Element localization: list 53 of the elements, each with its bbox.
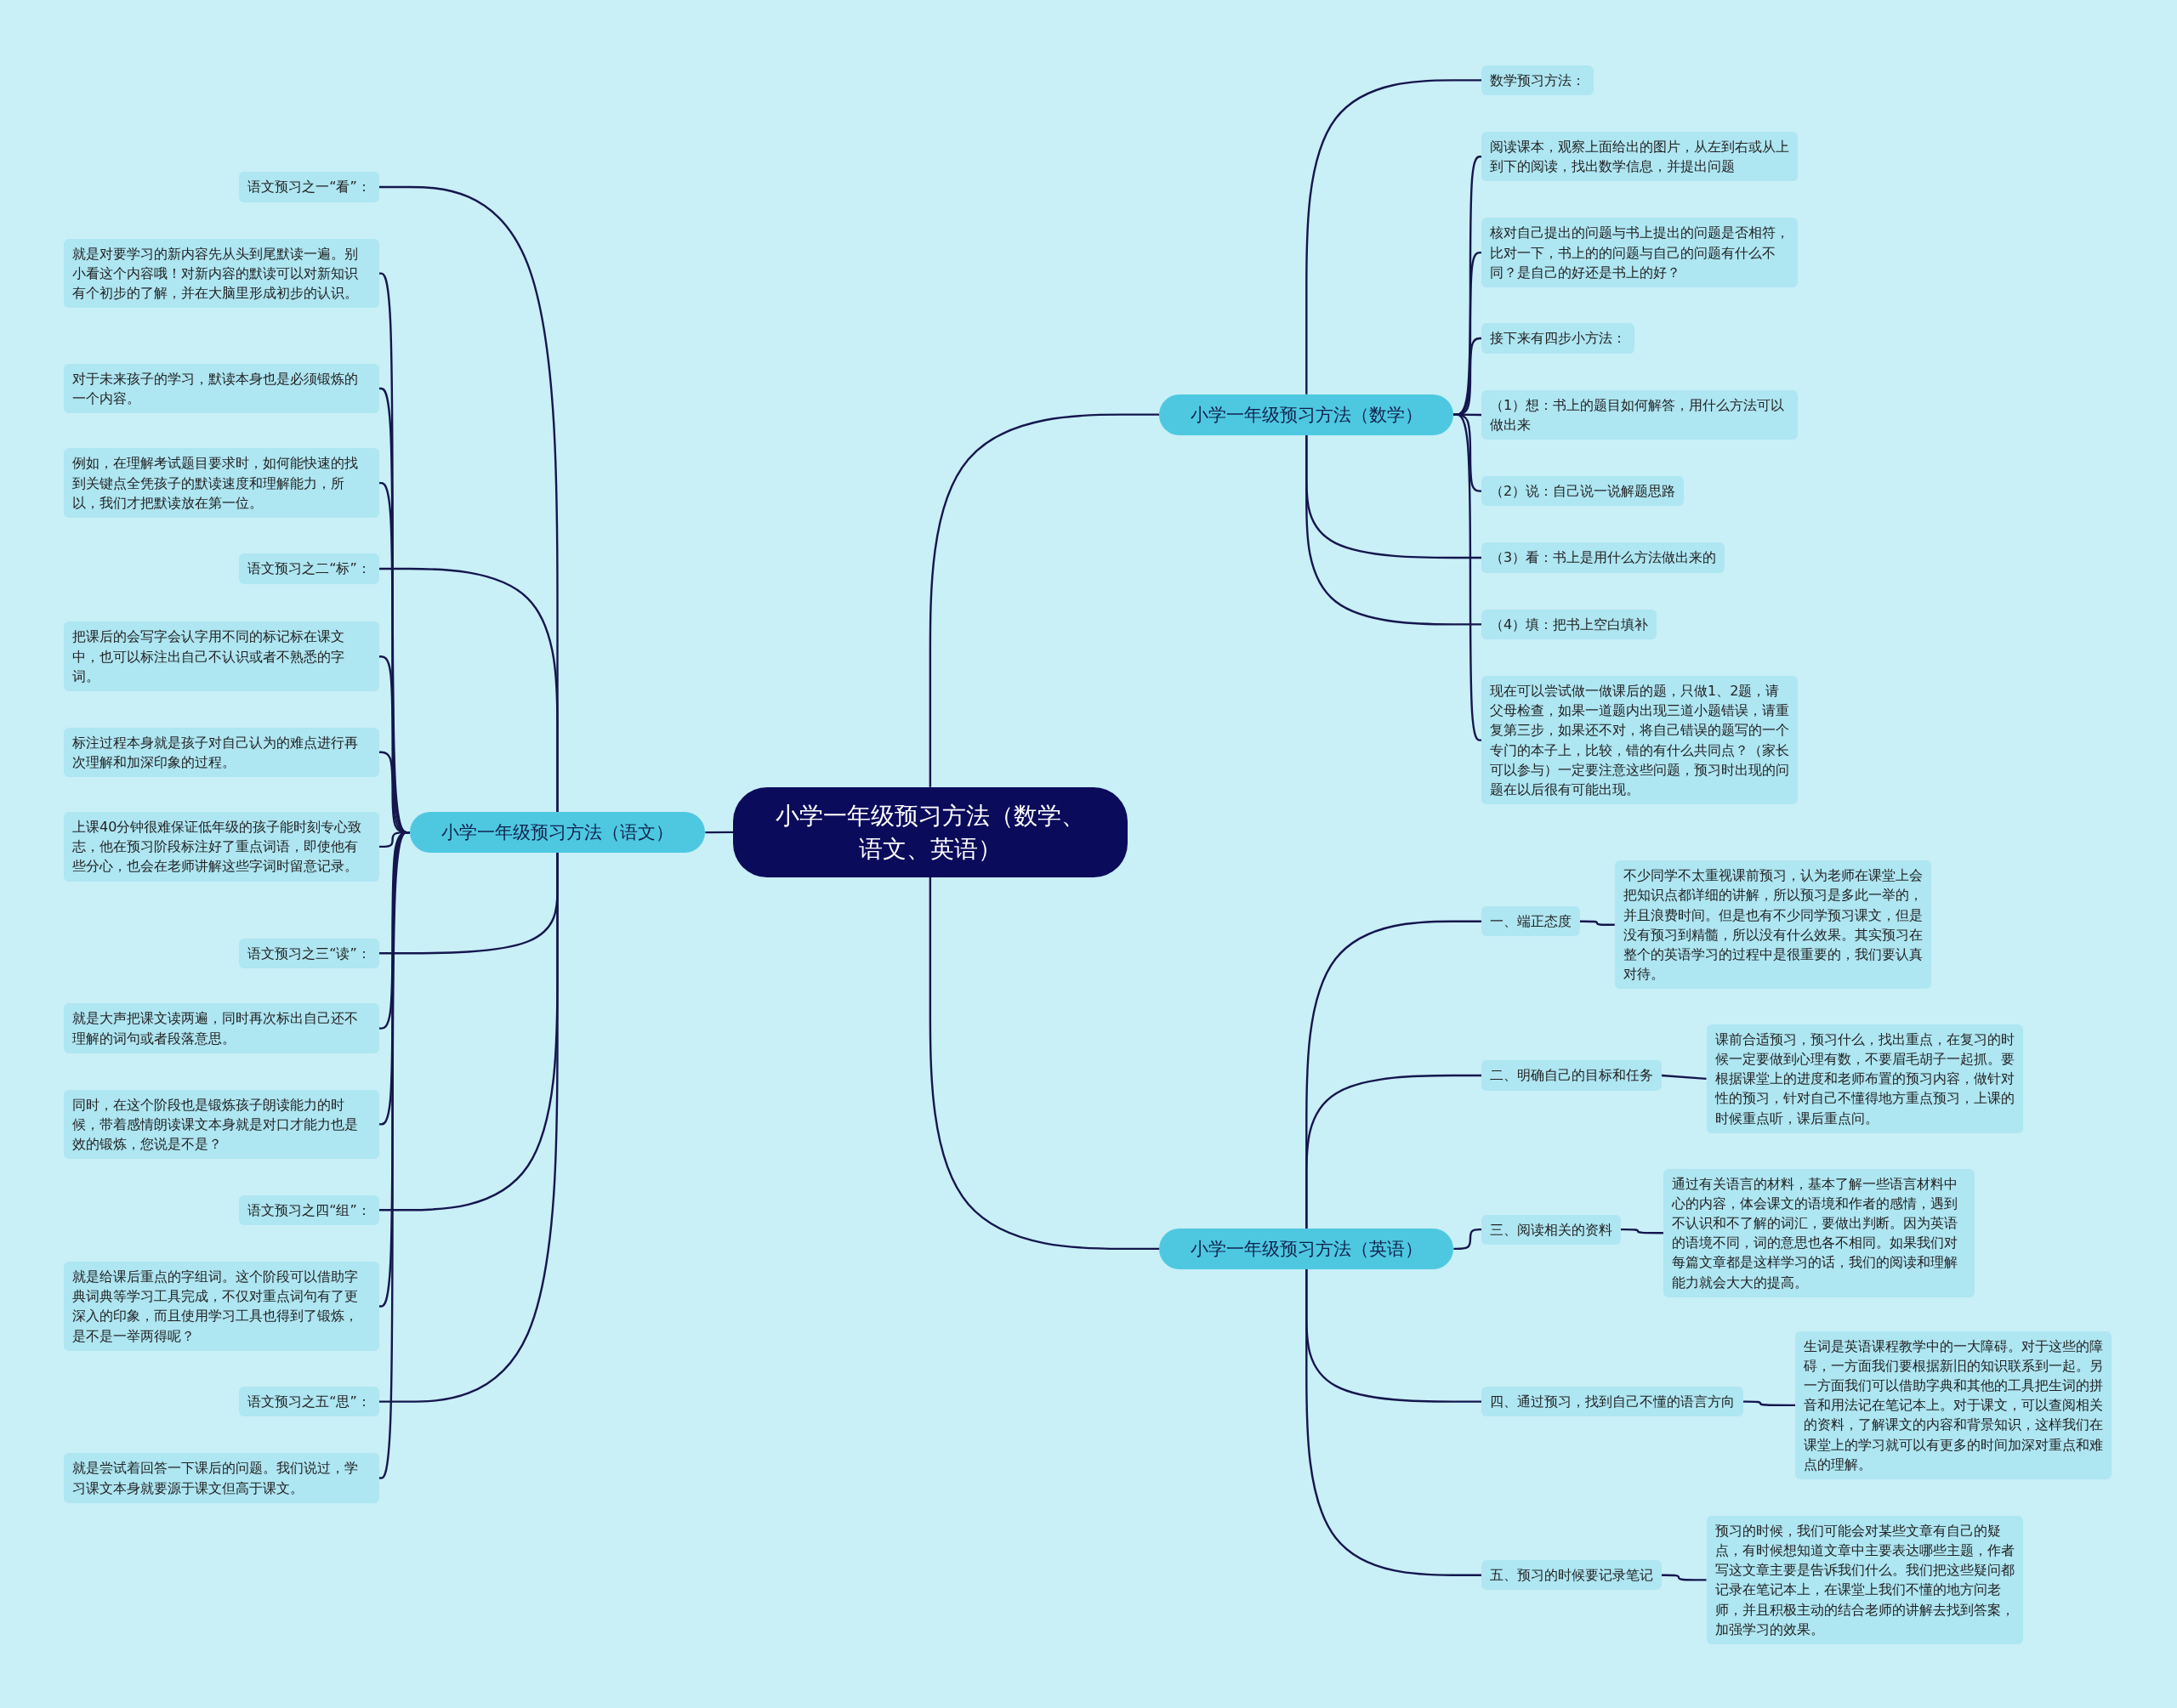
connector-line — [1621, 1228, 1663, 1234]
note-box: 标注过程本身就是孩子对自己认为的难点进行再次理解和加深印象的过程。 — [64, 727, 379, 777]
connector-line — [1580, 920, 1615, 926]
note-box: 核对自己提出的问题与书上提出的问题是否相符，比对一下，书上的的问题与自己的问题有什么不同？是自己的好还是书上的好？ — [1481, 218, 1799, 287]
branch-topic-pill: 小学一年级预习方法（语文） — [409, 812, 706, 854]
note-box: 语文预习之一“看”： — [239, 172, 379, 202]
note-box: 语文预习之四“组”： — [239, 1194, 379, 1225]
note-box: 现在可以尝试做一做课后的题，只做1、2题，请父母检查，如果一道题内出现三道小题错误，请重复第三步，如果还不对，将自己错误的题写的一个专门的本子上，比较，错的有什么共同点？（家长可以参与）一定要注意这些问题，预习时出现的问题在以后很有可能出现。 — [1481, 676, 1799, 805]
connector-line — [1743, 1400, 1795, 1407]
note-box: 不少同学不太重视课前预习，认为老师在课堂上会把知识点都详细的讲解，所以预习是多此一举的，并且浪费时间。但是也有不少同学预习课文，但是没有预习到精髓，所以没有什么效果。其实预习在整个的英语学习的过程中是很重要的，我们要认真对待。 — [1614, 860, 1931, 990]
connector-line — [378, 853, 559, 1403]
note-box: 语文预习之二“标”： — [239, 553, 379, 584]
note-box: （3）看：书上是用什么方法做出来的 — [1481, 542, 1725, 573]
note-box: 对于未来孩子的学习，默读本身也是必须锻炼的一个内容。 — [64, 363, 379, 414]
note-box: 预习的时候，我们可能会对某些文章有自己的疑点，有时候想知道文章中主要表达哪些主题，作者写这文章主要是告诉我们什么。我们把这些疑问都记录在笔记本上，在课堂上我们不懂的地方问老师，并且积极主动的结合老师的讲解去找到答案，加强学习的效果。 — [1706, 1515, 2023, 1644]
note-box: 语文预习之五“思”： — [239, 1387, 379, 1417]
connector-line — [1305, 1268, 1482, 1576]
connector-line — [1662, 1574, 1707, 1581]
note-box: 三、阅读相关的资料 — [1481, 1214, 1622, 1245]
connector-line — [705, 831, 734, 834]
note-box: 通过有关语言的材料，基本了解一些语言材料中心的内容，体会课文的语境和作者的感情，遇到不认识和不了解的词汇，要做出判断。因为英语的语境不同，词的意思也各不相同。如果我们对每篇文章都是这样学习的话，我们的阅读和理解能力就会大大的提高。 — [1663, 1168, 1975, 1297]
note-box: 五、预习的时候要记录笔记 — [1481, 1560, 1663, 1591]
note-box: 课前合适预习，预习什么，找出重点，在复习的时候一定要做到心理有数，不要眉毛胡子一起抓。要根据课堂上的进度和老师布置的预习内容，做针对性的预习，针对自己不懂得地方重点预习，上课的时候重点听，课后重点问。 — [1706, 1024, 2023, 1133]
note-box: （1）想：书上的题目如何解答，用什么方法可以做出来 — [1481, 389, 1799, 440]
connector-line — [1305, 434, 1482, 626]
branch-topic-pill: 小学一年级预习方法（英语） — [1159, 1228, 1454, 1269]
connector-line — [1453, 1228, 1482, 1251]
note-box: 阅读课本，观察上面给出的图片，从左到右或从上到下的阅读，找出数学信息，并提出问题 — [1481, 132, 1799, 182]
note-box: 例如，在理解考试题目要求时，如何能快速的找到关键点全凭孩子的默读速度和理解能力，所以，我们才把默读放在第一位。 — [64, 448, 379, 518]
connector-line — [929, 877, 1160, 1251]
note-box: 语文预习之三“读”： — [239, 938, 379, 968]
note-box: 就是对要学习的新内容先从头到尾默读一遍。别小看这个内容哦！对新内容的默读可以对新知识有个初步的了解，并在大脑里形成初步的认识。 — [64, 238, 379, 309]
note-box: 同时，在这个阶段也是锻炼孩子朗读能力的时候，带着感情朗读课文本身就是对口才能力也是效的锻炼，您说是不是？ — [64, 1089, 379, 1160]
connector-line — [929, 413, 1160, 787]
note-box: 二、明确自己的目标和任务 — [1481, 1060, 1663, 1091]
note-box: 接下来有四步小方法： — [1481, 323, 1635, 354]
note-box: 就是大声把课文读两遍，同时再次标出自己还不理解的词句或者段落意思。 — [64, 1003, 379, 1053]
connector-line — [1305, 1074, 1482, 1229]
note-box: 一、端正态度 — [1481, 906, 1581, 937]
note-box: 数学预习方法： — [1481, 65, 1594, 95]
note-box: 把课后的会写字会认字用不同的标记标在课文中，也可以标注出自己不认识或者不熟悉的字词。 — [64, 621, 379, 691]
connector-line — [378, 567, 559, 813]
note-box: 四、通过预习，找到自己不懂的语言方向 — [1481, 1387, 1744, 1417]
note-box: 上课40分钟很难保证低年级的孩子能时刻专心致志，他在预习阶段标注好了重点词语，即使他有些分心，也会在老师讲解这些字词时留意记录。 — [64, 812, 379, 882]
branch-topic-pill: 小学一年级预习方法（数学） — [1159, 394, 1454, 435]
note-box: 生词是英语课程教学中的一大障碍。对于这些的障碍，一方面我们要根据新旧的知识联系到一起。另一方面我们可以借助字典和其他的工具把生词的拼音和用法记在笔记本上。对于课文，可以查阅相关的资料，了解课文的内容和背景知识，这样我们在课堂上的学习就可以有更多的时间加深对重点和难点的理解。 — [1795, 1331, 2112, 1479]
connector-line — [1305, 79, 1482, 394]
note-box: （4）填：把书上空白填补 — [1481, 609, 1657, 639]
note-box: （2）说：自己说一说解题思路 — [1481, 476, 1685, 507]
note-box: 就是尝试着回答一下课后的问题。我们说过，学习课文本身就要源于课文但高于课文。 — [64, 1453, 379, 1503]
note-box: 就是给课后重点的字组词。这个阶段可以借助字典词典等学习工具完成，不仅对重点词句有了更深入的印象，而且使用学习工具也得到了锻炼，是不是一举两得呢？ — [64, 1262, 379, 1351]
connector-line — [1661, 1074, 1707, 1081]
central-topic-pill: 小学一年级预习方法（数学、语文、英语） — [733, 786, 1128, 878]
